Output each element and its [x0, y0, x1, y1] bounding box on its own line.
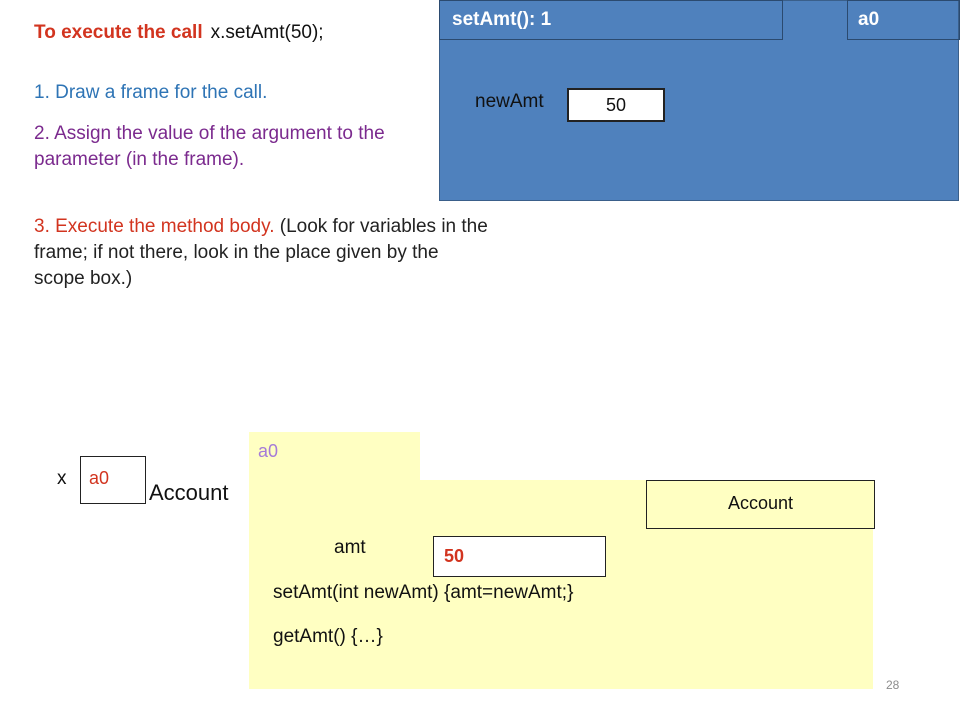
parameter-value-box: 50: [567, 88, 665, 122]
frame-scope-box: a0: [847, 0, 960, 40]
step-3-detail: (Look for variables in the frame; if not…: [34, 216, 488, 289]
page-number: 28: [886, 678, 900, 692]
step-3: 3. Execute the method body. (Look for va…: [34, 214, 494, 292]
object-folder-tab: [249, 432, 420, 482]
call-frame: [439, 0, 959, 201]
method-getamt: getAmt() {…}: [273, 626, 383, 647]
call-title: To execute the call x.setAmt(50);: [34, 22, 324, 44]
frame-name-box: setAmt(): 1: [439, 0, 783, 40]
variable-type: Account: [149, 480, 229, 505]
step-3-lead: 3. Execute the method body.: [34, 216, 275, 237]
call-code: x.setAmt(50);: [210, 22, 324, 43]
object-name: a0: [258, 441, 279, 461]
parameter-label: newAmt: [475, 91, 544, 112]
call-title-label: To execute the call: [34, 22, 203, 43]
class-name-box: Account: [646, 480, 875, 529]
variable-value-box: a0: [80, 456, 146, 504]
step-2: 2. Assign the value of the argument to t…: [34, 123, 385, 170]
field-value-box: 50: [433, 536, 606, 577]
method-setamt: setAmt(int newAmt) {amt=newAmt;}: [273, 582, 574, 603]
step-1: 1. Draw a frame for the call.: [34, 82, 268, 103]
variable-name: x: [57, 468, 67, 489]
field-name: amt: [334, 537, 366, 558]
